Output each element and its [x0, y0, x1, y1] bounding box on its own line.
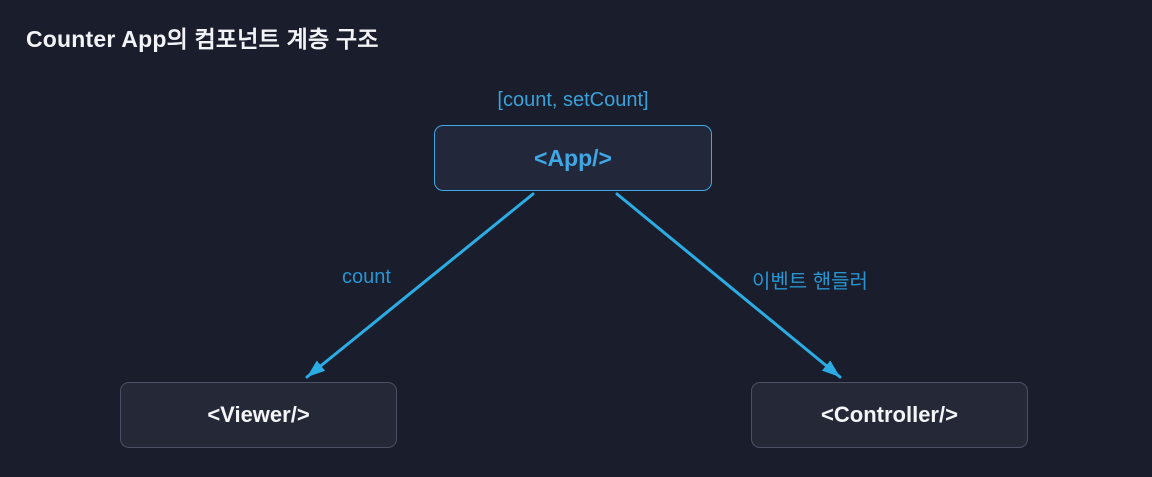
- node-viewer-label: <Viewer/>: [207, 402, 310, 427]
- node-app-label: <App/>: [534, 144, 612, 171]
- node-controller-label: <Controller/>: [821, 402, 958, 427]
- page-title: Counter App의 컴포넌트 계층 구조: [26, 26, 379, 52]
- node-viewer: <Viewer/>: [120, 382, 397, 448]
- node-controller: <Controller/>: [751, 382, 1028, 448]
- edge-app-to-viewer-arrow: [305, 192, 535, 379]
- node-app: <App/>: [434, 125, 712, 191]
- state-hook-label: [count, setCount]: [497, 89, 649, 111]
- edge-label-event-handler: 이벤트 핸들러: [752, 271, 868, 293]
- edge-label-count: count: [342, 266, 391, 288]
